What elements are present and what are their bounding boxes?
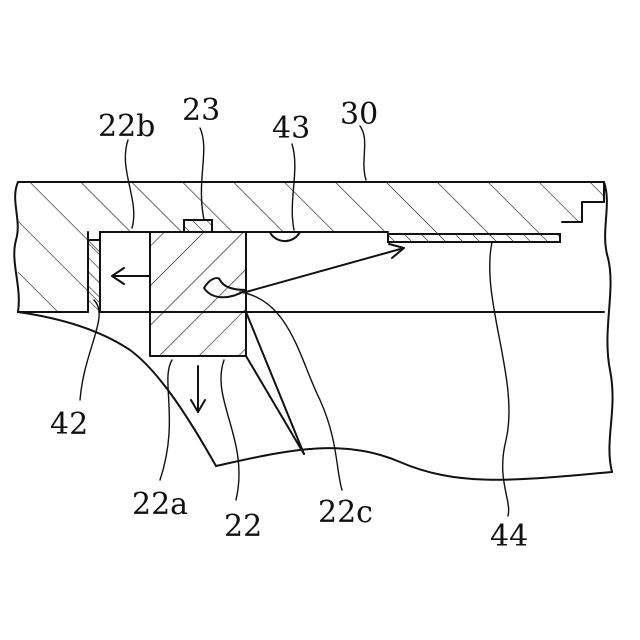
leader-22a	[160, 360, 172, 480]
label-30: 30	[340, 97, 378, 132]
cover-30	[18, 182, 604, 312]
label-22b: 22b	[98, 109, 155, 144]
leader-44	[490, 242, 509, 516]
slider-22	[150, 232, 246, 356]
arrow-left	[112, 268, 150, 284]
right-break-line	[604, 182, 613, 472]
arrow-down	[191, 366, 205, 412]
strut	[246, 312, 304, 454]
label-42: 42	[50, 407, 88, 442]
label-23: 23	[182, 93, 220, 128]
recess-43	[270, 232, 300, 241]
plate-44	[388, 234, 560, 242]
label-22a: 22a	[132, 487, 188, 522]
tab-23	[184, 220, 212, 232]
label-43: 43	[272, 111, 310, 146]
label-44: 44	[490, 519, 528, 554]
strut-inner	[246, 356, 304, 454]
arrow-diagonal	[246, 244, 404, 292]
label-22c: 22c	[318, 495, 373, 530]
leader-42	[80, 300, 99, 400]
leader-30	[360, 126, 366, 180]
label-22: 22	[224, 509, 262, 544]
lower-break-line	[216, 448, 612, 480]
leader-22	[221, 360, 239, 500]
member-42	[88, 240, 100, 312]
leader-22c	[240, 292, 342, 490]
